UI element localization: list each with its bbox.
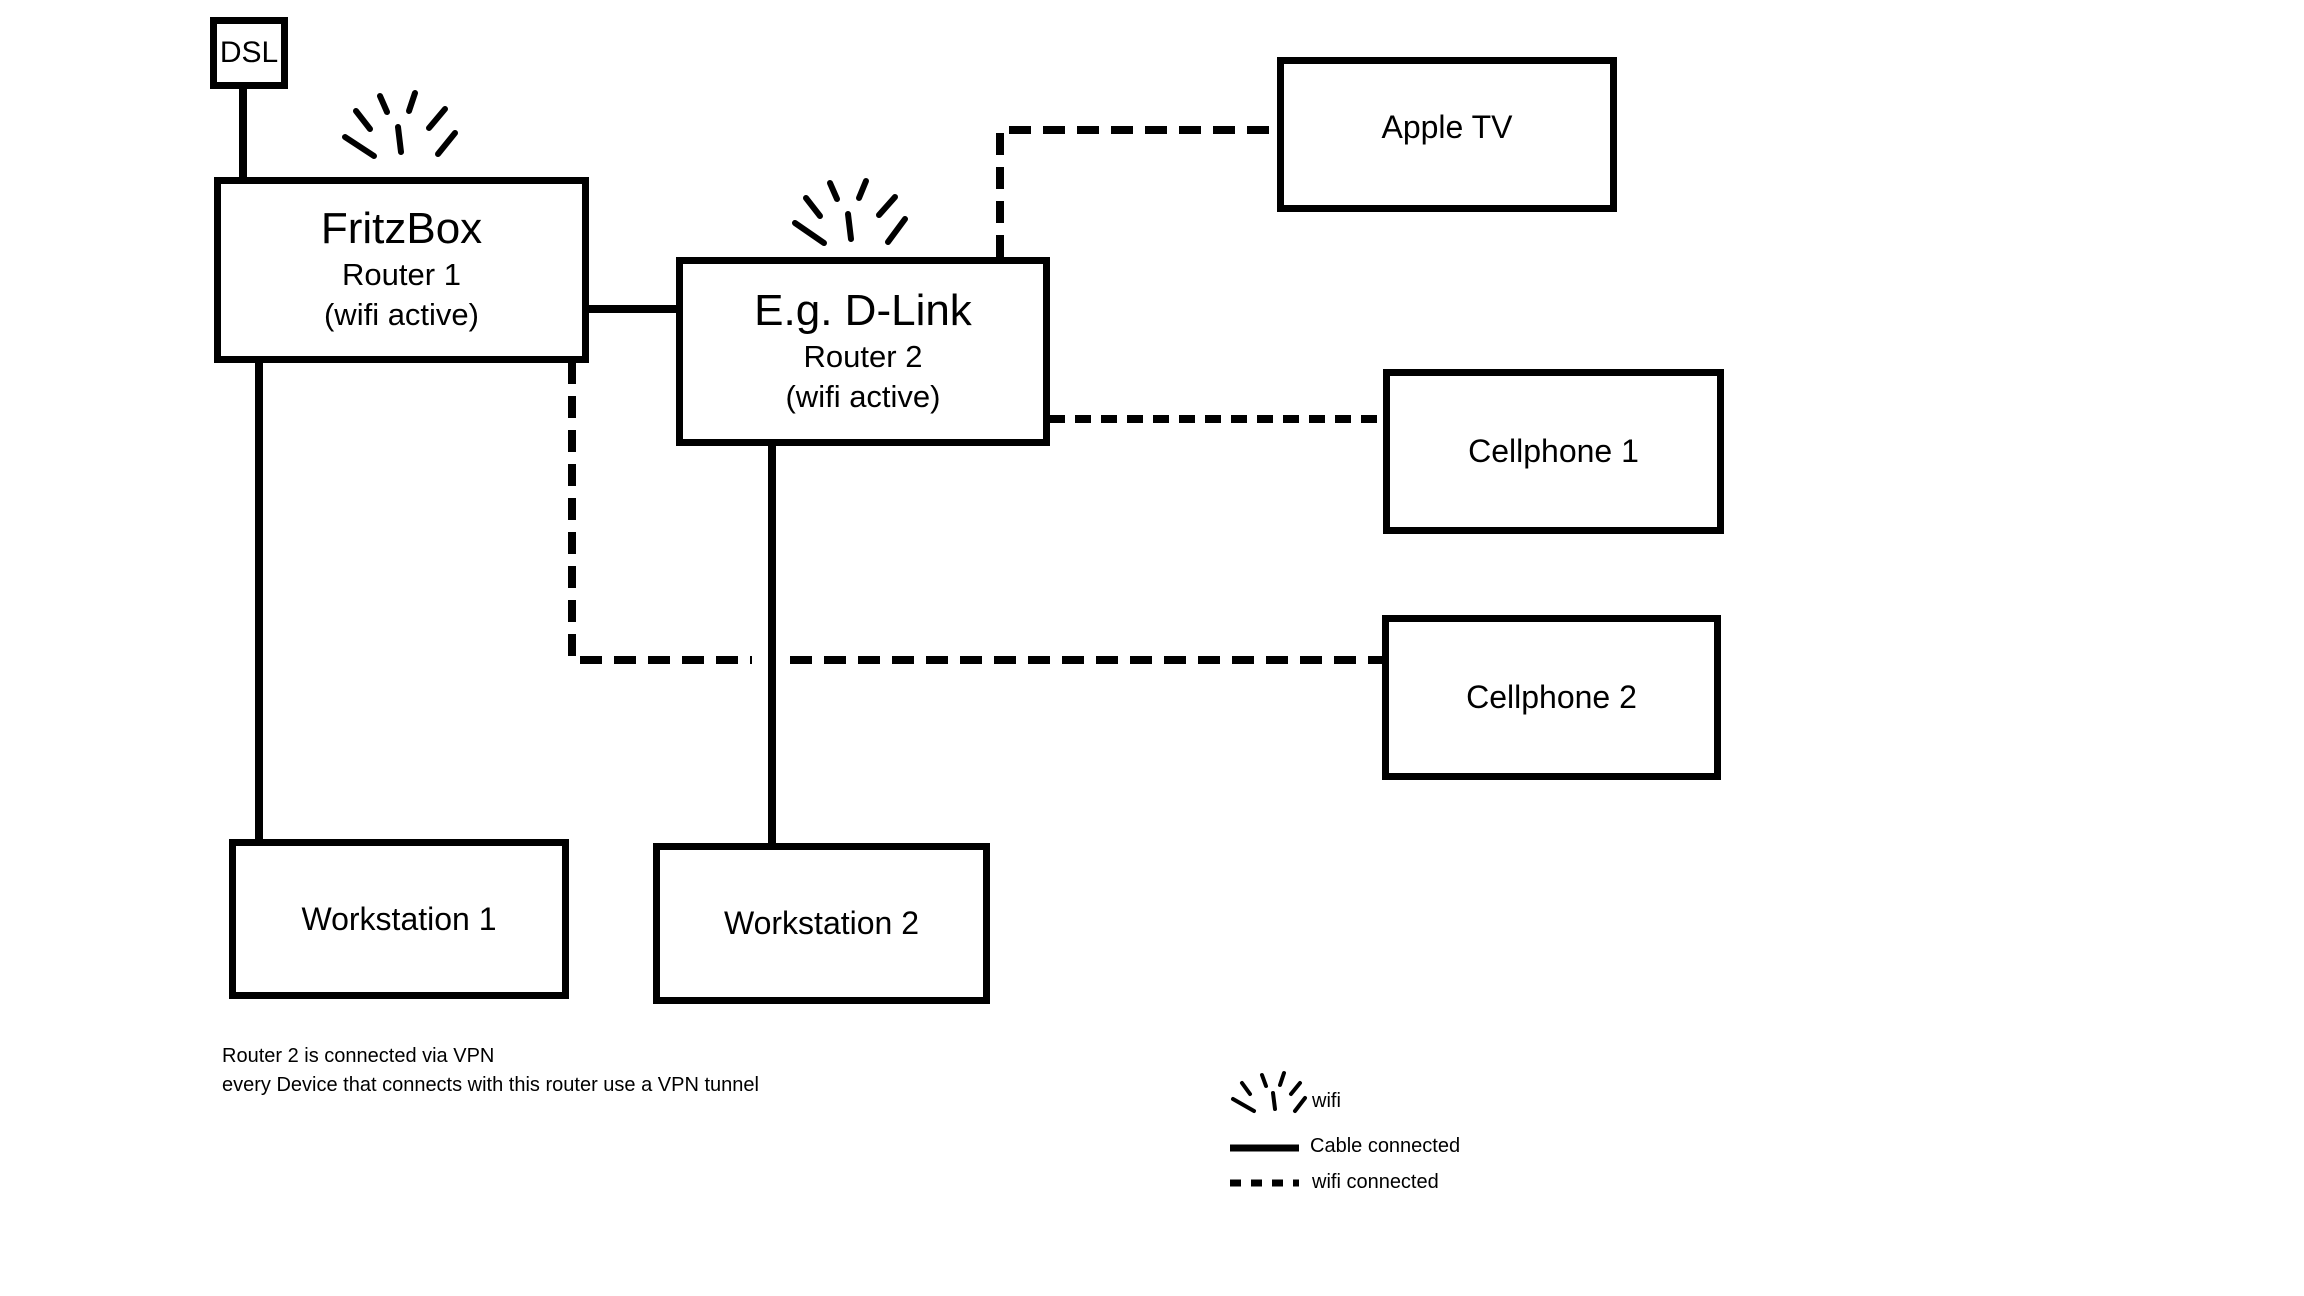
vpn-annotation: Router 2 is connected via VPN every Devi…	[222, 1042, 759, 1100]
node-workstation2: Workstation 2	[653, 843, 990, 1004]
node-dlink-subtitle: Router 2	[803, 338, 923, 374]
node-fritzbox-note: (wifi active)	[323, 297, 479, 333]
node-workstation1: Workstation 1	[229, 839, 569, 999]
legend-wifi-connected-label: wifi connected	[1312, 1171, 1439, 1193]
node-cellphone2: Cellphone 2	[1382, 615, 1721, 780]
node-dlink: E.g. D-Link Router 2 (wifi active)	[676, 257, 1050, 446]
node-workstation2-label: Workstation 2	[723, 905, 920, 942]
node-cellphone1: Cellphone 1	[1383, 369, 1724, 534]
node-appletv-label: Apple TV	[1381, 109, 1513, 145]
node-cellphone2-label: Cellphone 2	[1466, 679, 1637, 716]
legend-wifi-icon	[1231, 1071, 1307, 1113]
node-cellphone1-label: Cellphone 1	[1468, 433, 1639, 470]
node-workstation1-label: Workstation 1	[301, 900, 497, 937]
legend-wifi-label: wifi	[1312, 1090, 1341, 1112]
vpn-annotation-line1: Router 2 is connected via VPN	[222, 1045, 495, 1067]
node-dsl-label: DSL	[219, 35, 279, 69]
wifi-icon	[792, 178, 908, 246]
node-dlink-title: E.g. D-Link	[754, 285, 972, 335]
node-appletv: Apple TV	[1277, 57, 1617, 212]
vpn-annotation-line2: every Device that connects with this rou…	[222, 1074, 759, 1096]
node-dsl: DSL	[210, 17, 288, 89]
wifi-icon	[342, 90, 458, 159]
node-fritzbox-subtitle: Router 1	[342, 257, 461, 292]
wifi-link-dlink-appletv	[996, 126, 1277, 257]
node-fritzbox: FritzBox Router 1 (wifi active)	[214, 177, 589, 363]
wifi-link-fritzbox-cellphone2-a	[568, 362, 752, 664]
node-fritzbox-title: FritzBox	[320, 204, 483, 254]
legend-cable-label: Cable connected	[1310, 1135, 1461, 1157]
node-dlink-note: (wifi active)	[785, 378, 941, 414]
